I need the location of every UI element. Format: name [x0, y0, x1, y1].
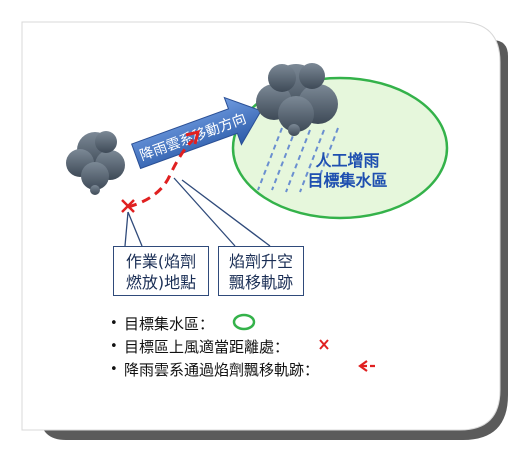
- red-trajectory-path: [127, 138, 195, 209]
- legend-green-ellipse-icon: [232, 313, 256, 331]
- operation-site-line-2: 燃放)地點: [125, 273, 197, 292]
- trajectory-line-2: 飄移軌跡: [228, 273, 293, 292]
- legend-red-x-icon: [319, 339, 329, 350]
- callout-lines: [124, 177, 271, 247]
- legend-item-trajectory: • 降雨雲系通過焰劑飄移軌跡：: [110, 358, 319, 381]
- red-trajectory-arrowhead: [185, 129, 201, 145]
- bullet-icon: •: [110, 339, 118, 354]
- trajectory-line-1: 焰劑升空: [228, 252, 293, 271]
- operation-site-line-1: 作業(焰劑: [125, 252, 197, 271]
- target-area-line-1: 人工增雨: [315, 151, 380, 170]
- trajectory-box: 焰劑升空 飄移軌跡: [218, 246, 304, 296]
- legend-item-upwind-site: • 目標區上風適當距離處：: [110, 335, 319, 358]
- legend-text-target-area: 目標集水區：: [124, 315, 215, 333]
- legend-text-upwind-site: 目標區上風適當距離處：: [124, 338, 290, 356]
- rain-streaks: [257, 127, 339, 193]
- target-area-line-2: 目標集水區: [307, 171, 388, 190]
- legend-red-dashed-arrow-icon: [358, 360, 378, 372]
- right-cloud-icon: [256, 63, 338, 136]
- legend-text-trajectory: 降雨雲系通過焰劑飄移軌跡：: [124, 361, 320, 379]
- legend-item-target-area: • 目標集水區：: [110, 312, 319, 335]
- legend: • 目標集水區： • 目標區上風適當距離處： • 降雨雲系通過焰劑飄移軌跡：: [110, 312, 319, 381]
- left-cloud-icon: [66, 131, 125, 195]
- target-area-label: 人工增雨 目標集水區: [300, 151, 395, 191]
- bullet-icon: •: [110, 362, 118, 377]
- red-x-marker-icon: [121, 199, 135, 213]
- operation-site-box: 作業(焰劑 燃放)地點: [113, 246, 209, 296]
- bullet-icon: •: [110, 316, 118, 331]
